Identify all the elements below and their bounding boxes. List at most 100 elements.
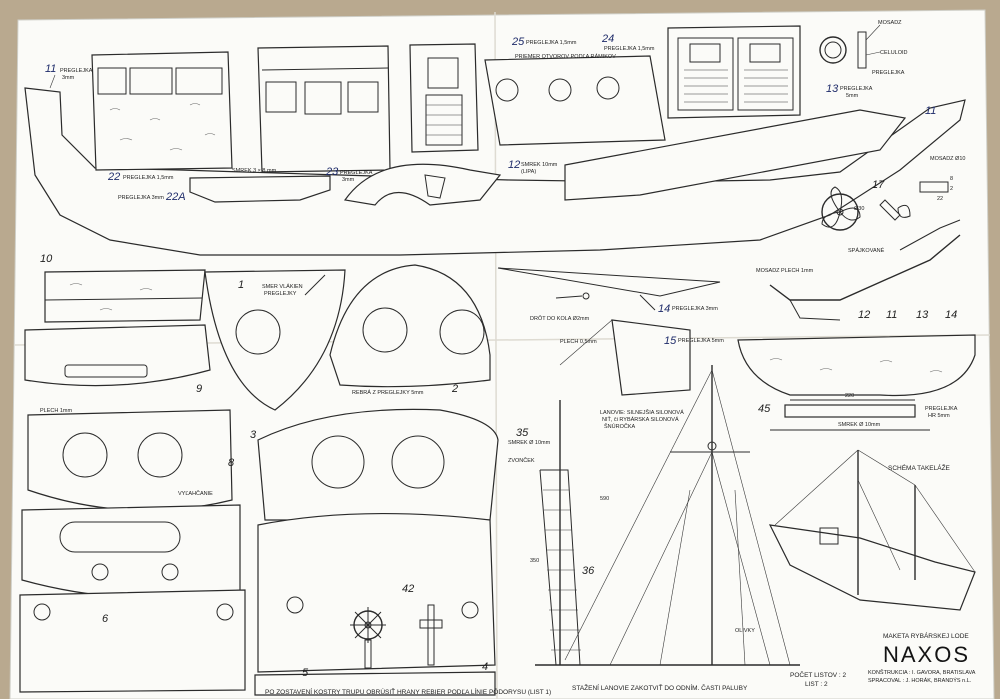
part-5-frame [254,671,496,696]
rigging-schema-title: SCHÉMA TAKELÁŽE [888,463,951,472]
part-14-keel [497,267,721,297]
part-14-number: 14 [658,303,670,315]
rib-11-number: 11 [886,309,897,321]
sheet-count: POČET LISTOV : 2 [790,670,846,679]
part-12-number: 12 [508,159,520,171]
part-45-beam [784,404,916,418]
part-23-number: 23 [325,166,339,178]
part-10-bulkhead [44,269,206,323]
part-13-thickness: 5mm [846,93,859,99]
part-25-label: PREGLEJKA 1,5mm [526,40,577,46]
bell-label: ZVONČEK [508,457,535,464]
mosadz-label: MOSADZ [878,20,902,26]
sheet-subtitle: MAKETA RYBÁRSKEJ LODE [883,631,969,640]
dim-30-label: Ø30 [854,206,864,212]
part-2-frame [329,264,491,388]
part-35-number: 35 [516,427,529,439]
hatch-cover-plate [737,334,976,397]
part-22a-number: 22A [165,191,186,203]
part-17-number: 17 [872,179,885,191]
sheet-title: NAXOS [883,642,970,667]
smrek-10-label: SMREK Ø 10mm [838,422,881,428]
sheet-number: LIST : 2 [805,681,828,688]
part-6-number: 6 [102,613,109,625]
ribs-label: REBRÁ Z PREGLEJKY 5mm [352,389,424,396]
mast-and-rigging [535,319,800,666]
part-6-frame [19,589,246,693]
part-23-curved-piece [343,163,502,206]
preglejka-hr-thickness: HR 5mm [928,413,950,419]
brass-plate-label: MOSADZ PLECH 1mm [756,268,814,274]
part-11-label: PREGLEJKA [60,68,93,74]
grain-direction-label: SMER VLÁKIEN [262,283,303,290]
part-13-label: PREGLEJKA [840,86,873,92]
part-22a-deck-piece [189,175,331,203]
part-36-number: 36 [582,565,595,577]
plech-1mm-label: PLECH 1mm [40,408,73,414]
part-10-number: 10 [40,253,53,265]
part-12-wood: (LIPA) [521,169,536,175]
rigging-schematic [768,449,976,611]
part-15-number: 15 [664,335,677,347]
dim-350-label: 350 [530,558,539,564]
part-12-label: SMREK 10mm [521,162,558,168]
part-4-number: 4 [482,661,488,673]
mosadz-10-label: MOSADZ Ø10 [930,156,965,162]
rib-13-number: 13 [916,309,929,321]
wire-label: DRÔT DO KOLA Ø2mm [530,315,590,322]
part-2-number: 2 [451,383,458,395]
part-25-bulwark [484,55,666,146]
dim-8-label: 8 [950,176,953,182]
part-11-number: 11 [45,63,56,75]
part-15-rudder [611,319,691,396]
dim-220-label: 220 [845,393,854,399]
bracket-detail [919,181,949,193]
rigging-anchor-note: STAŽENÍ LANOVIE ZAKOTVIŤ DO ODNÍM. ČASTI… [572,683,748,692]
smrek-3x8-label: SMREK 3 × 8 mm [232,168,277,174]
part-22-label: PREGLEJKA 1,5mm [123,175,174,181]
rigging-label-2: NIŤ, či RYBÁRSKA SILONOVÁ [602,415,679,423]
part-13-deck-plate [564,109,907,201]
part-3-frame [257,408,499,521]
porthole-detail [819,36,847,64]
grain-direction-sub: PREGLEJKY [264,291,297,297]
dim-2-label: 2 [950,186,953,192]
part-3-number: 3 [250,429,257,441]
part-45-number: 45 [758,403,771,415]
part-24-label: PREGLEJKA 1,5mm [604,46,655,52]
part-24-number: 24 [601,33,614,45]
part-15-label: PREGLEJKA 5mm [678,338,724,344]
fold-line-vertical [494,11,498,699]
olives-label: OLIVKY [735,628,755,634]
part-13-number: 13 [826,83,839,95]
assembly-note: PO ZOSTAVENÍ KOSTRY TRUPU OBRÚSIŤ HRANY … [265,687,551,696]
rigging-label-3: ŠNÚROČKA [604,423,636,430]
rib-12-number: 12 [858,309,870,321]
part-8-number: 8 [228,457,235,469]
lightening-label: VYĽAHČANIE [178,490,213,497]
deck-beam-assembly [769,234,961,301]
credit-drawing: SPRACOVAL : J. HORÁK, BRANDÝS n.L. [868,677,972,684]
part-23-label: PREGLEJKA [340,170,373,176]
celuloid-label: CELULOID [880,50,908,56]
part-23-thickness: 3mm [342,177,355,183]
part-42-number: 42 [402,583,414,595]
part-11-right-number: 11 [925,105,936,117]
part-22-number: 22 [107,171,120,183]
part-5-number: 5 [302,667,309,679]
part-17-propeller [821,186,911,231]
credit-construction: KONŠTRUKCIA : I. GAVORA, BRATISLAVA [868,669,976,676]
part-42-steering-wheel [350,604,443,669]
part-4-frame [257,512,496,673]
plech-05-label: PLECH 0,5mm [560,339,597,345]
part-25-number: 25 [511,36,525,48]
rib-14-number: 14 [945,309,957,321]
part-25-note: PRIEMER OTVOROV PODĽA RÁMIKOV [515,53,616,60]
dim-22-label: 22 [937,196,943,202]
part-22a-label: PREGLEJKA 3mm [118,195,164,201]
part-9-number: 9 [196,383,202,395]
part-14-label: PREGLEJKA 3mm [672,306,718,312]
soldered-label: SPÁJKOVANÉ [848,247,885,254]
